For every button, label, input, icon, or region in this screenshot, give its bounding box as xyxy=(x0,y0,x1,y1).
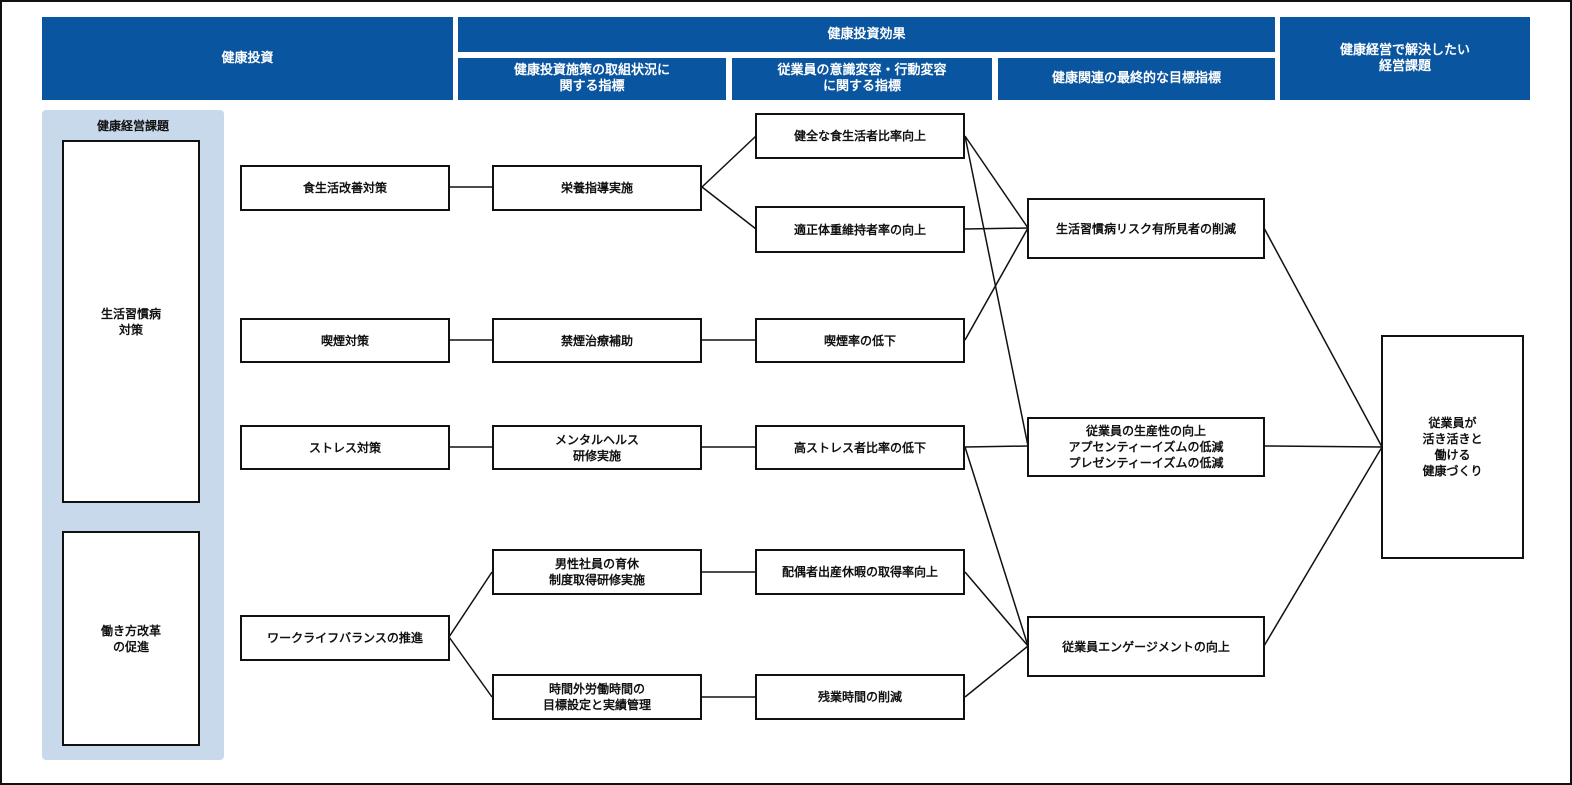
sidebar-title: 健康経営課題 xyxy=(96,119,169,133)
measure-stress: ストレス対策 xyxy=(240,425,450,470)
measure-diet-improvement: 食生活改善対策 xyxy=(240,165,450,211)
program-mental-health-training: メンタルヘルス 研修実施 xyxy=(492,425,702,470)
header-effect: 健康投資効果 xyxy=(458,17,1275,52)
outcome-lifestyle-risk-reduction: 生活習慣病リスク有所見者の削減 xyxy=(1027,198,1265,259)
sidebar-item-work-style-reform: 働き方改革 の促進 xyxy=(62,531,200,746)
behavior-paternity-leave-rate: 配偶者出産休暇の取得率向上 xyxy=(755,549,965,595)
program-smoking-cessation: 禁煙治療補助 xyxy=(492,318,702,363)
connector-line xyxy=(701,186,757,230)
header-effect-activity-indicators: 健康投資施策の取組状況に 関する指標 xyxy=(458,58,726,100)
connector-line xyxy=(448,571,493,638)
behavior-overtime-reduction: 残業時間の削減 xyxy=(755,674,965,720)
connector-line xyxy=(1263,445,1383,448)
connector-line xyxy=(964,227,1029,341)
connector-line xyxy=(1263,227,1383,448)
connector-line xyxy=(964,135,1029,229)
connector-line xyxy=(964,445,1029,448)
connector-line xyxy=(964,227,1029,230)
outcome-engagement: 従業員エンゲージメントの向上 xyxy=(1027,616,1265,677)
program-overtime-management: 時間外労働時間の 目標設定と実績管理 xyxy=(492,674,702,720)
connector-line xyxy=(964,571,1029,647)
behavior-proper-weight-ratio: 適正体重維持者率の向上 xyxy=(755,206,965,253)
outcome-productivity: 従業員の生産性の向上 アプセンティーイズムの低減 プレゼンティーイズムの低減 xyxy=(1027,417,1265,477)
program-nutrition-guidance: 栄養指導実施 xyxy=(492,165,702,211)
header-investment: 健康投資 xyxy=(42,17,453,100)
header-effect-final-goals: 健康関連の最終的な目標指標 xyxy=(998,58,1275,100)
measure-smoking: 喫煙対策 xyxy=(240,318,450,363)
program-paternity-leave-training: 男性社員の育休 制度取得研修実施 xyxy=(492,549,702,595)
connector-line xyxy=(1263,446,1383,647)
header-management-issues: 健康経営で解決したい 経営課題 xyxy=(1280,17,1530,100)
measure-work-life-balance: ワークライフバランスの推進 xyxy=(240,615,450,661)
connector-line xyxy=(448,636,493,698)
goal-healthy-workforce: 従業員が 活き活きと 働ける 健康づくり xyxy=(1381,335,1524,559)
connector-line xyxy=(964,645,1029,698)
behavior-high-stress-ratio: 高ストレス者比率の低下 xyxy=(755,425,965,470)
connector-line xyxy=(964,446,1029,647)
behavior-healthy-diet-ratio: 健全な食生活者比率向上 xyxy=(755,113,965,159)
connector-line xyxy=(964,135,1029,447)
sidebar-item-lifestyle-disease: 生活習慣病 対策 xyxy=(62,140,200,503)
behavior-smoking-rate: 喫煙率の低下 xyxy=(755,318,965,363)
header-effect-behavior-indicators: 従業員の意識変容・行動変容 に関する指標 xyxy=(732,58,992,100)
connector-line xyxy=(701,135,757,188)
